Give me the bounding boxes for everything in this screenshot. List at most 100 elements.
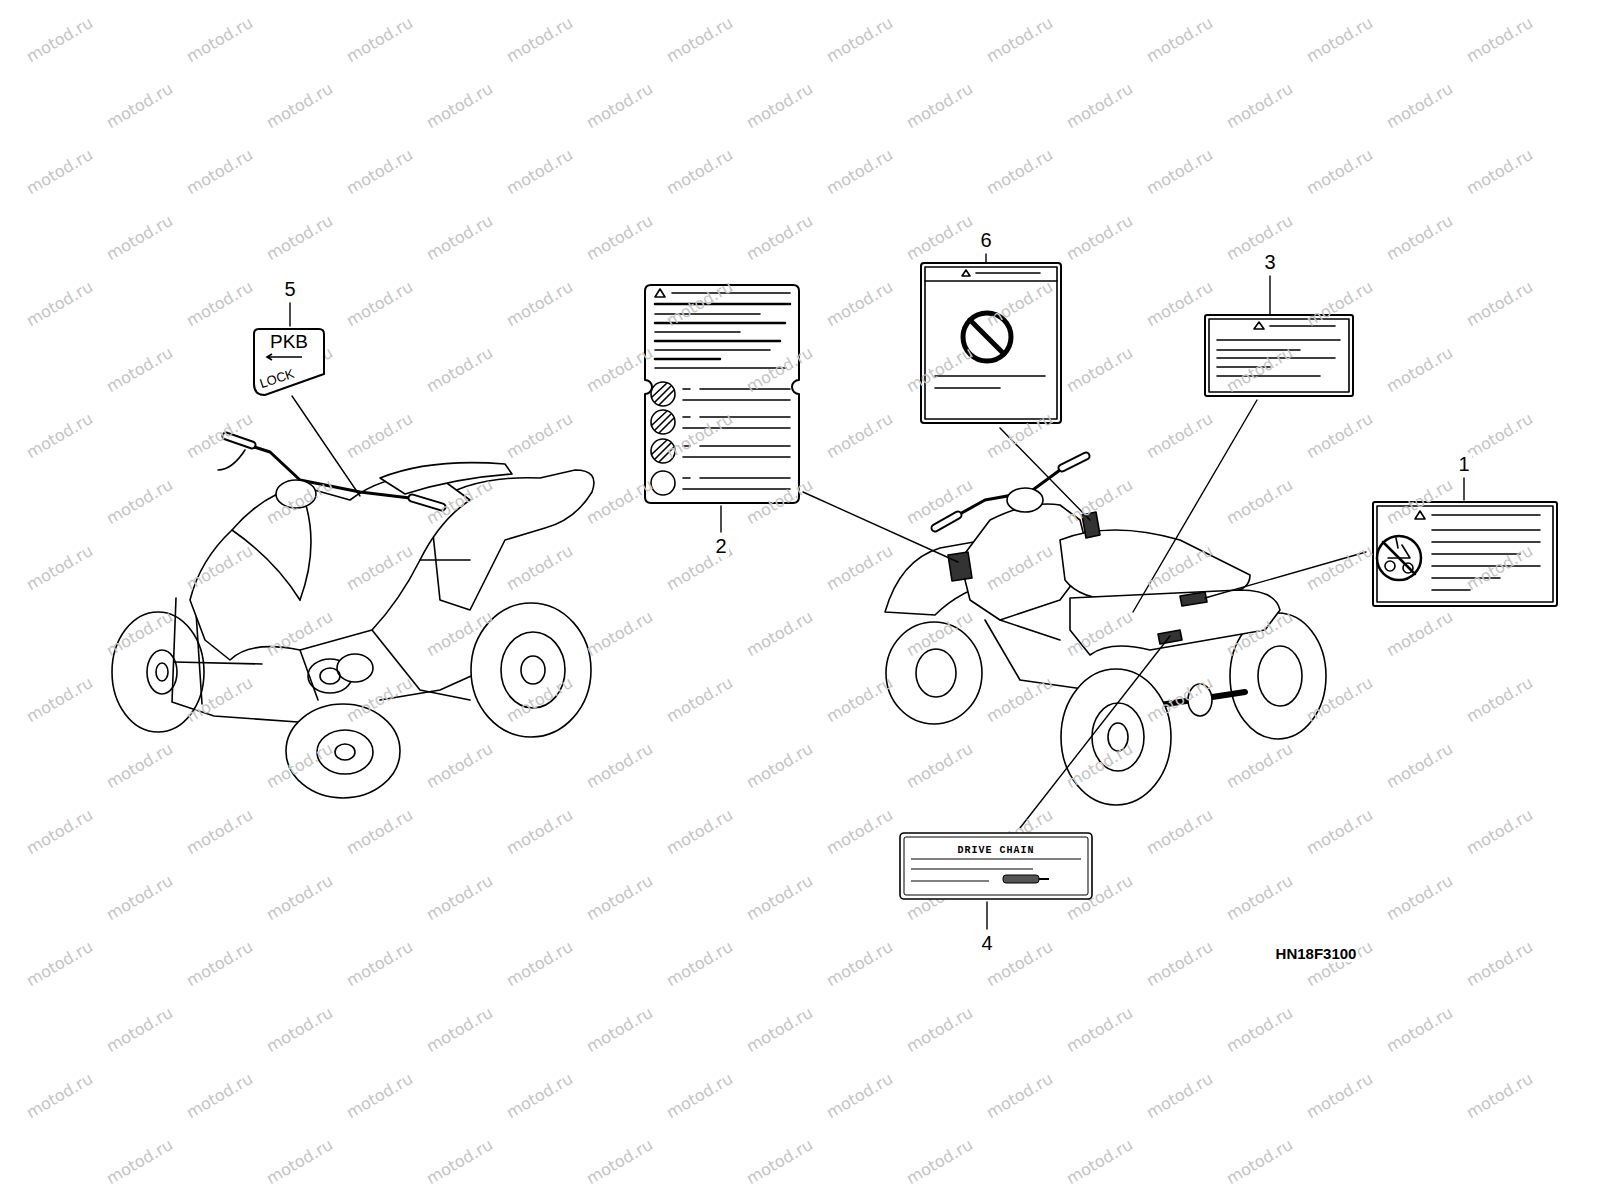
watermark-holder: motod.ru — [104, 344, 177, 396]
callout-number: 2 — [713, 535, 728, 557]
leader-line — [290, 254, 1464, 929]
text-holder: DRIVE CHAIN — [899, 839, 1093, 857]
atv-front-view — [286, 704, 400, 798]
warning-label-sticker — [1270, 325, 1335, 327]
watermark-holder: motod.ru — [104, 1004, 177, 1056]
watermark-holder: motod.ru — [584, 212, 657, 264]
drive-chain-label: DRIVE CHAIN — [899, 832, 1093, 900]
illustration — [112, 254, 1557, 929]
atv-rear-view — [935, 515, 958, 528]
watermark-holder: motod.ru — [24, 1070, 97, 1122]
watermark-holder: motod.ru — [1144, 14, 1217, 66]
watermark: motod.ru — [504, 278, 576, 330]
atv-front-view — [320, 668, 340, 684]
watermark-holder: motod.ru — [744, 740, 817, 792]
watermark-holder: motod.ru — [184, 938, 257, 990]
watermark-holder: motod.ru — [24, 278, 97, 330]
watermark: motod.ru — [24, 410, 96, 462]
watermark-holder: motod.ru — [264, 740, 337, 792]
watermark-holder: motod.ru — [584, 1004, 657, 1056]
warning-label-sticker — [1205, 315, 1353, 396]
watermark-holder: motod.ru — [824, 674, 897, 726]
leader-line — [985, 254, 986, 262]
watermark: motod.ru — [264, 1004, 336, 1056]
watermark-holder: motod.ru — [1384, 212, 1457, 264]
watermark: motod.ru — [584, 608, 656, 660]
watermark: motod.ru — [24, 938, 96, 990]
watermark: motod.ru — [584, 1136, 656, 1188]
watermark: motod.ru — [184, 674, 256, 726]
watermark: motod.ru — [824, 146, 896, 198]
watermark-holder: motod.ru — [744, 1136, 817, 1188]
leader-line — [289, 303, 290, 326]
warning-label-sticker — [655, 349, 770, 351]
atv-front-view — [232, 530, 300, 600]
text-holder: PKB — [253, 332, 325, 352]
callout-number: 5 — [282, 278, 297, 300]
watermark-holder: motod.ru — [424, 476, 497, 528]
watermark: motod.ru — [1464, 674, 1536, 726]
watermark: motod.ru — [584, 1004, 656, 1056]
watermark: motod.ru — [504, 1070, 576, 1122]
watermark: motod.ru — [424, 872, 496, 924]
warning-label-sticker — [652, 411, 674, 433]
callout-number: 4 — [979, 932, 994, 954]
callout-number-holder: 4 — [979, 932, 994, 954]
watermark: motod.ru — [904, 608, 976, 660]
watermark: motod.ru — [584, 212, 656, 264]
watermark-holder: motod.ru — [344, 1070, 417, 1122]
watermark: motod.ru — [1144, 14, 1216, 66]
watermark: motod.ru — [344, 938, 416, 990]
watermark: motod.ru — [984, 410, 1056, 462]
watermark-holder: motod.ru — [1384, 1004, 1457, 1056]
atv-front-view — [218, 450, 245, 470]
watermark-holder: motod.ru — [1224, 1136, 1297, 1188]
watermark: motod.ru — [1224, 608, 1296, 660]
atv-rear-view — [1180, 592, 1207, 606]
atv-rear-view — [1000, 620, 1060, 640]
watermark: motod.ru — [104, 80, 176, 132]
watermark: motod.ru — [744, 608, 816, 660]
watermark-holder: motod.ru — [1464, 674, 1537, 726]
watermark-holder: motod.ru — [104, 1136, 177, 1188]
watermark-holder: motod.ru — [584, 80, 657, 132]
watermark: motod.ru — [184, 278, 256, 330]
watermark-holder: motod.ru — [824, 146, 897, 198]
watermark: motod.ru — [1144, 938, 1216, 990]
watermark: motod.ru — [1144, 806, 1216, 858]
watermark-holder: motod.ru — [904, 1004, 977, 1056]
watermark-holder: motod.ru — [1224, 1004, 1297, 1056]
callout-number: 3 — [1262, 251, 1277, 273]
watermark: motod.ru — [1224, 1136, 1296, 1188]
watermark: motod.ru — [824, 542, 896, 594]
watermark-holder: motod.ru — [104, 212, 177, 264]
watermark: motod.ru — [104, 872, 176, 924]
watermark-holder: motod.ru — [504, 410, 577, 462]
label-outline — [900, 833, 1092, 899]
watermark: motod.ru — [584, 344, 656, 396]
watermark: motod.ru — [1064, 212, 1136, 264]
watermark-holder: motod.ru — [664, 806, 737, 858]
watermark-holder: motod.ru — [1224, 80, 1297, 132]
watermark-holder: motod.ru — [184, 1070, 257, 1122]
watermark-holder: motod.ru — [424, 212, 497, 264]
watermark-holder: motod.ru — [184, 674, 257, 726]
watermark-holder: motod.ru — [24, 674, 97, 726]
label-outline — [254, 329, 324, 395]
watermark: motod.ru — [1304, 674, 1376, 726]
watermark: motod.ru — [744, 476, 816, 528]
watermark: motod.ru — [264, 608, 336, 660]
watermark-holder: motod.ru — [504, 542, 577, 594]
watermark-holder: motod.ru — [344, 14, 417, 66]
callout-number-holder: 6 — [978, 229, 993, 251]
atv-front-view — [112, 436, 594, 798]
watermark-holder: motod.ru — [824, 1070, 897, 1122]
watermark-holder: motod.ru — [424, 1136, 497, 1188]
watermark-holder: motod.ru — [1144, 674, 1217, 726]
leader-line — [1020, 636, 1170, 828]
watermark: motod.ru — [584, 872, 656, 924]
watermark-holder: motod.ru — [904, 212, 977, 264]
watermark-holder: motod.ru — [184, 146, 257, 198]
watermark-holder: motod.ru — [1144, 938, 1217, 990]
